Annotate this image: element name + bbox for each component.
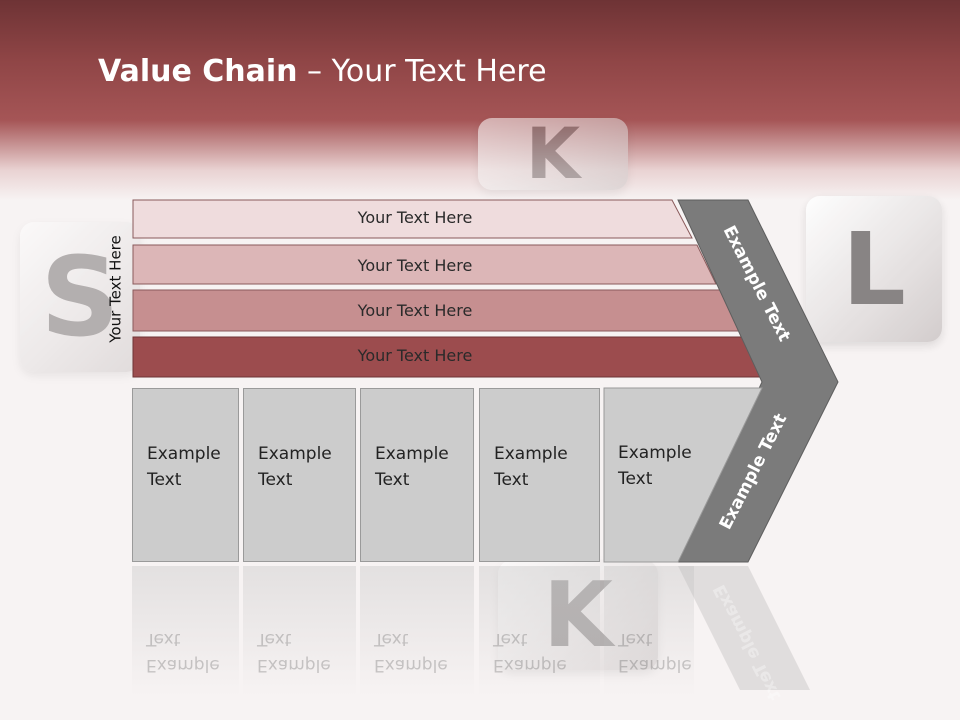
box-5-reflection-line2: Text xyxy=(618,629,653,649)
title-rest: Your Text Here xyxy=(331,54,547,89)
row-label-3: Your Text Here xyxy=(357,301,473,320)
box-1-reflection: Example Text xyxy=(132,566,239,696)
box-2-line1: Example xyxy=(258,444,332,464)
box-4-reflection: Example Text xyxy=(479,566,600,696)
slide-title: Value Chain – Your Text Here xyxy=(98,54,547,89)
box-1-reflection-text: Example Text xyxy=(146,626,220,678)
box-3-reflection-line2: Text xyxy=(374,629,409,649)
box-4-reflection-text: Example Text xyxy=(493,626,567,678)
title-separator: – xyxy=(297,54,332,89)
box-3-line2: Text xyxy=(375,470,410,490)
box-1-reflection-line2: Text xyxy=(146,629,181,649)
box-1-reflection-line1: Example xyxy=(146,655,220,675)
chevron-shape[interactable] xyxy=(677,199,839,563)
box-2-reflection-line1: Example xyxy=(257,655,331,675)
box-5-reflection-text: Example Text xyxy=(618,626,692,678)
box-5-line2: Text xyxy=(618,469,653,489)
box-3-reflection: Example Text xyxy=(360,566,474,696)
background-cube-s: S xyxy=(20,222,140,372)
box-5-line1: Example xyxy=(618,443,692,463)
box-2-reflection-text: Example Text xyxy=(257,626,331,678)
background-cube-k-bottom: K xyxy=(498,560,658,670)
box-2-reflection-line2: Text xyxy=(257,629,292,649)
row-label-2: Your Text Here xyxy=(357,256,473,275)
box-1-line2: Text xyxy=(147,470,182,490)
row-bar-2[interactable] xyxy=(132,244,717,285)
box-5-reflection-line1: Example xyxy=(618,655,692,675)
title-bold: Value Chain xyxy=(98,54,298,89)
row-label-1: Your Text Here xyxy=(357,208,473,227)
chevron-reflection xyxy=(678,566,810,690)
box-5-reflection: Example Text xyxy=(604,566,694,696)
background-cube-l: L xyxy=(806,196,942,342)
box-2-line2: Text xyxy=(258,470,293,490)
box-4-reflection-line2: Text xyxy=(493,629,528,649)
background-cube-k-top: K xyxy=(478,113,628,195)
activity-box-5-shape[interactable] xyxy=(603,387,763,563)
box-3-reflection-line1: Example xyxy=(374,655,448,675)
box-1-line1: Example xyxy=(147,444,221,464)
box-4-line2: Text xyxy=(494,470,529,490)
box-2-reflection: Example Text xyxy=(243,566,356,696)
row-bar-1[interactable] xyxy=(132,199,693,239)
box-4-line1: Example xyxy=(494,444,568,464)
box-3-reflection-text: Example Text xyxy=(374,626,448,678)
box-3-line1: Example xyxy=(375,444,449,464)
box-4-reflection-line1: Example xyxy=(493,655,567,675)
row-label-4: Your Text Here xyxy=(357,346,473,365)
